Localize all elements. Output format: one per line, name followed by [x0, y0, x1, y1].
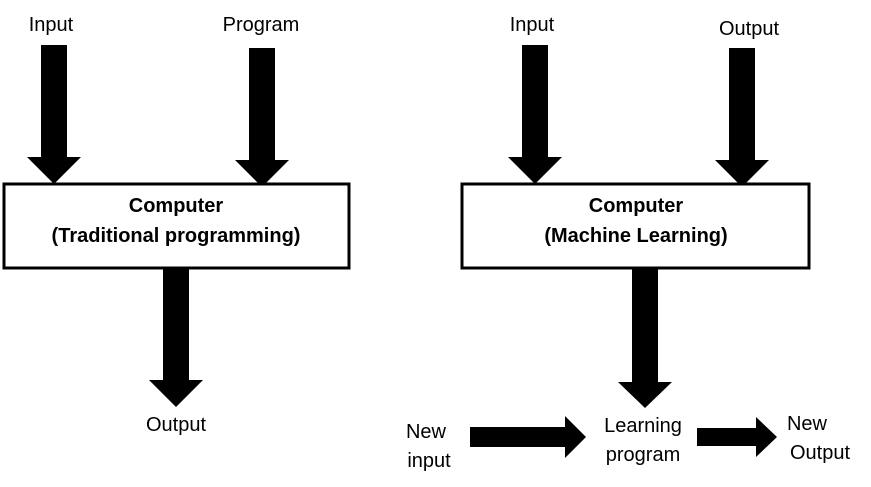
ml-new-input-label-line2: input — [407, 450, 451, 472]
traditional-output-arrow — [149, 268, 203, 407]
traditional-input-label: Input — [29, 14, 74, 36]
traditional-output-label: Output — [146, 414, 206, 436]
ml-new-input-label-line1: New — [406, 421, 447, 443]
ml-new-output-arrow — [697, 417, 777, 457]
ml-learning-program-label-line2: program — [606, 444, 680, 466]
traditional-computer-box — [2, 182, 351, 270]
traditional-box-subtitle: (Traditional programming) — [52, 225, 301, 247]
ml-learning-arrow — [618, 268, 672, 408]
ml-computer-box — [460, 182, 811, 270]
ml-output-arrow — [715, 48, 769, 187]
traditional-program-arrow — [235, 48, 289, 187]
ml-box-title: Computer — [589, 195, 684, 217]
ml-box-subtitle: (Machine Learning) — [544, 225, 727, 247]
traditional-program-label: Program — [223, 14, 300, 36]
ml-input-label: Input — [510, 14, 555, 36]
ml-learning-program-label-line1: Learning — [604, 415, 682, 437]
machine-learning-panel: Input Output Computer (Machine Learning)… — [406, 14, 850, 472]
ml-new-output-label-line1: New — [787, 413, 828, 435]
ml-new-input-arrow — [470, 416, 586, 458]
traditional-input-arrow — [27, 45, 81, 184]
ml-output-label: Output — [719, 18, 779, 40]
traditional-programming-panel: Input Program Computer (Traditional prog… — [2, 14, 351, 436]
ml-new-output-label-line2: Output — [790, 442, 850, 464]
traditional-box-title: Computer — [129, 195, 224, 217]
ml-input-arrow — [508, 45, 562, 184]
